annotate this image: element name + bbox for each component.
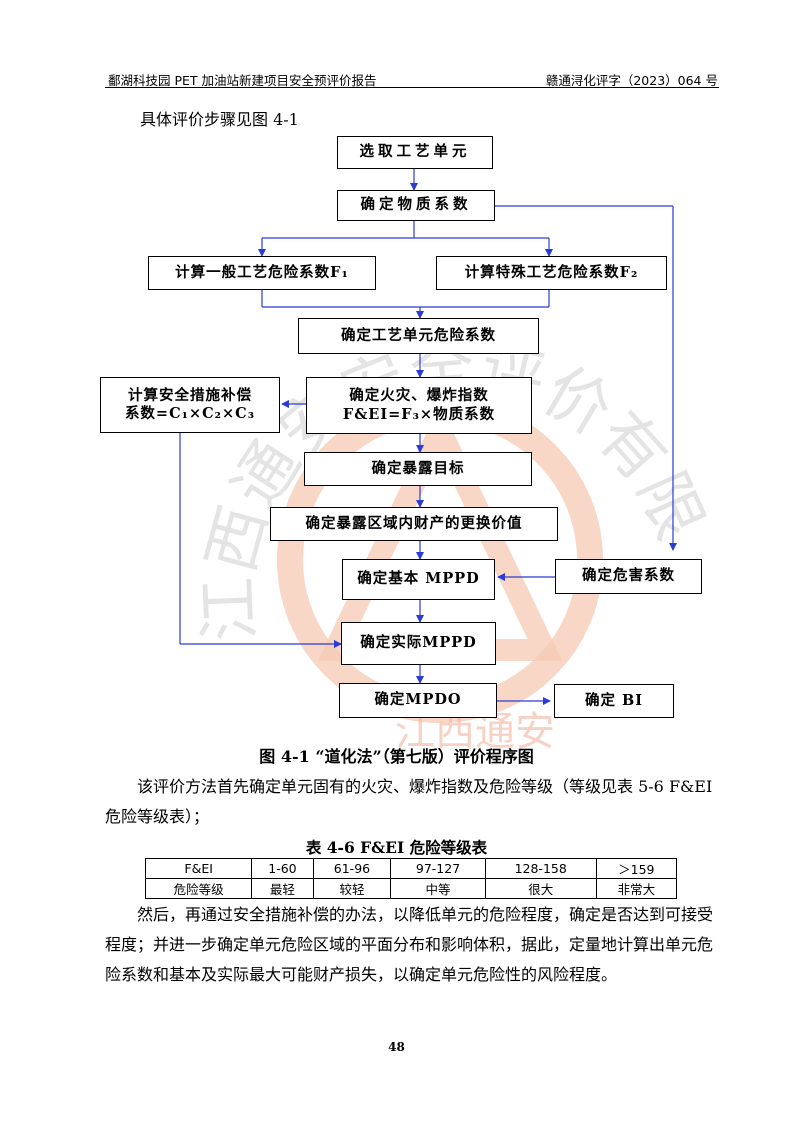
header-divider bbox=[105, 87, 719, 88]
box-select-unit: 选取工艺单元 bbox=[337, 136, 493, 169]
table-cell: 97-127 bbox=[390, 858, 486, 879]
table-cell: F&EI bbox=[144, 858, 253, 879]
credit-factor-line1: 计算安全措施补偿 bbox=[128, 386, 252, 404]
table-cell: 危险等级 bbox=[144, 878, 253, 899]
box-credit-factor: 计算安全措施补偿 系数=C₁×C₂×C₃ bbox=[100, 377, 280, 433]
box-damage-factor: 确定危害系数 bbox=[555, 559, 702, 594]
box-bi: 确定 BI bbox=[554, 684, 674, 718]
table-cell: 1-60 bbox=[251, 858, 314, 879]
table-row: 危险等级 最轻 较轻 中等 很大 非常大 bbox=[144, 878, 678, 899]
page-number: 48 bbox=[388, 1040, 405, 1054]
intro-text: 具体评价步骤见图 4-1 bbox=[140, 110, 299, 129]
box-material-factor: 确定物质系数 bbox=[337, 190, 495, 221]
table-cell: 非常大 bbox=[595, 878, 678, 899]
box-replacement-value: 确定暴露区域内财产的更换价值 bbox=[270, 507, 558, 541]
table-row: F&EI 1-60 61-96 97-127 128-158 ＞159 bbox=[144, 858, 678, 879]
paragraph-2: 然后，再通过安全措施补偿的办法，以降低单元的危险程度，确定是否达到可接受程度；并… bbox=[105, 905, 714, 985]
box-actual-mppd: 确定实际MPPD bbox=[341, 622, 496, 665]
fei-line2: F&EI=F₃×物质系数 bbox=[342, 405, 496, 423]
table-cell: 中等 bbox=[390, 878, 486, 899]
fei-line1: 确定火灾、爆炸指数 bbox=[349, 387, 489, 405]
box-general-hazard: 计算一般工艺危险系数F₁ bbox=[148, 256, 376, 290]
table-cell: 最轻 bbox=[251, 878, 314, 899]
table-title: 表 4-6 F&EI 危险等级表 bbox=[305, 838, 488, 857]
box-mpdo: 确定MPDO bbox=[339, 683, 497, 718]
credit-factor-line2: 系数=C₁×C₂×C₃ bbox=[124, 405, 256, 422]
box-unit-hazard: 确定工艺单元危险系数 bbox=[298, 318, 539, 354]
table-cell: ＞159 bbox=[595, 858, 678, 879]
box-special-hazard: 计算特殊工艺危险系数F₂ bbox=[436, 256, 667, 290]
table-cell: 128-158 bbox=[484, 858, 597, 879]
table-cell: 很大 bbox=[484, 878, 597, 899]
box-fei: 确定火灾、爆炸指数 F&EI=F₃×物质系数 bbox=[306, 377, 532, 434]
header-report-number: 赣通浔化评字（2023）064 号 bbox=[545, 73, 718, 88]
figure-caption: 图 4-1 “道化法”（第七版）评价程序图 bbox=[259, 747, 534, 766]
table-cell: 较轻 bbox=[312, 878, 392, 899]
table-cell: 61-96 bbox=[312, 858, 392, 879]
box-exposure-target: 确定暴露目标 bbox=[304, 452, 532, 486]
paragraph-1: 该评价方法首先确定单元固有的火灾、爆炸指数及危险等级（等级见表 5-6 F&EI… bbox=[105, 777, 713, 827]
grade-table: F&EI 1-60 61-96 97-127 128-158 ＞159 危险等级… bbox=[144, 858, 678, 899]
box-base-mppd: 确定基本 MPPD bbox=[342, 559, 495, 600]
header-left-title: 鄱湖科技园 PET 加油站新建项目安全预评价报告 bbox=[108, 73, 377, 88]
